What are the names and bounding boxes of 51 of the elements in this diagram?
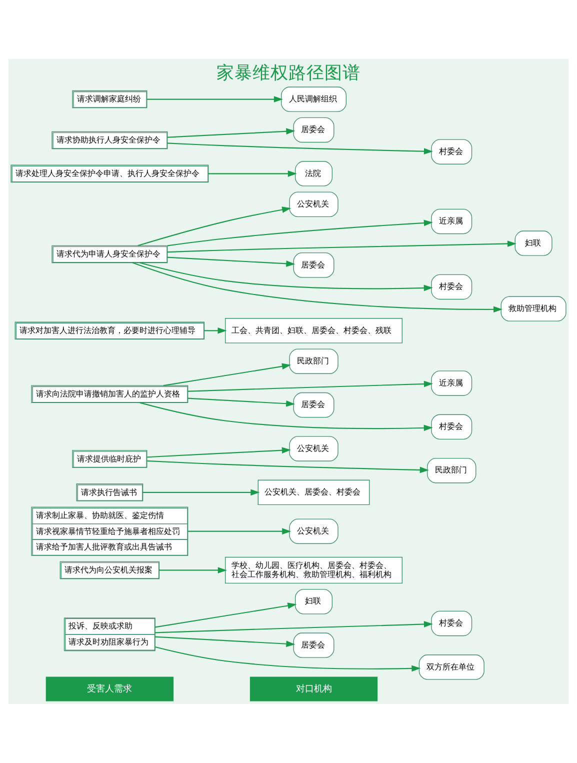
- node-box: 近亲属: [431, 370, 472, 396]
- node-box: 村委会: [431, 139, 472, 164]
- node-box: 人民调解组织: [281, 86, 347, 112]
- node-box: 工会、共青团、妇联、居委会、村委会、残联: [225, 318, 402, 344]
- node-box: 民政部门: [427, 458, 476, 484]
- arrow: [208, 170, 297, 177]
- node-box: 居委会: [293, 117, 334, 143]
- arrow: [155, 646, 421, 672]
- arrow: [140, 402, 433, 432]
- arrow: [204, 328, 227, 334]
- node-box: 妇联: [514, 230, 552, 256]
- node-box: 妇联: [294, 589, 333, 614]
- node-box: 民政部门: [289, 348, 338, 374]
- node-box: 法院: [294, 161, 333, 186]
- arrow: [163, 363, 292, 386]
- node-box: 村委会: [431, 274, 472, 300]
- node-box: 公安机关: [289, 518, 338, 544]
- node-box: 救助管理机构: [500, 296, 566, 322]
- node-box: 学校、幼儿园、医疗机构、居委会、村委会、社会工作服务机构、救助管理机构、福利机构: [225, 556, 402, 584]
- arrow: [188, 380, 433, 392]
- arrow: [140, 262, 433, 292]
- arrow: [142, 489, 260, 496]
- arrow: [147, 447, 291, 458]
- node-box: 双方所在单位: [418, 654, 484, 680]
- node-box: 居委会: [293, 392, 334, 418]
- label: 受害人需求: [87, 684, 132, 694]
- diagram-title: 家暴维权路径图谱: [216, 64, 360, 84]
- node-box: 公安机关、居委会、村委会: [258, 480, 370, 506]
- arrow: [155, 636, 296, 647]
- arrow: [147, 96, 283, 102]
- arrow: [167, 128, 296, 138]
- arrow: [138, 206, 292, 246]
- node-box: 居委会: [293, 632, 334, 658]
- arrow: [168, 220, 433, 246]
- arrow: [155, 602, 297, 628]
- arrow: [167, 240, 516, 253]
- label: 对口机构: [296, 684, 332, 694]
- arrow: [132, 262, 503, 313]
- node-box: 公安机关: [289, 192, 338, 217]
- node-box: 村委会: [431, 414, 472, 440]
- arrow: [188, 398, 296, 407]
- node-box: 公安机关: [289, 436, 338, 462]
- arrow: [147, 460, 429, 474]
- arrow: [167, 256, 296, 267]
- arrow: [188, 528, 292, 534]
- node-box: 近亲属: [431, 208, 472, 234]
- node-box: 村委会: [431, 610, 472, 636]
- arrow: [167, 142, 433, 154]
- arrow: [155, 621, 433, 634]
- node-box: 居委会: [293, 252, 334, 278]
- arrow: [159, 567, 227, 574]
